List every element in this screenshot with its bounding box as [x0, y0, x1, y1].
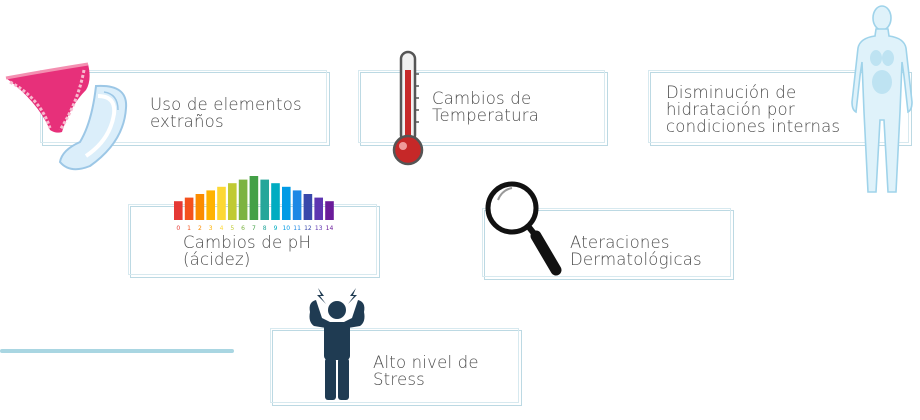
ph-scale-number: 7 — [252, 225, 256, 232]
card-temperatura-label: Cambios de Temperatura — [432, 89, 540, 125]
ph-bar — [206, 190, 215, 220]
ph-bar — [217, 186, 226, 220]
accent-line — [0, 349, 234, 353]
ph-bar — [238, 179, 248, 220]
ph-bar — [325, 201, 334, 220]
ph-scale-number: 13 — [315, 225, 323, 232]
ph-bar — [174, 201, 183, 220]
ph-bar — [195, 194, 205, 220]
card-stress — [270, 328, 522, 406]
ph-scale-number: 10 — [282, 225, 290, 232]
ph-scale-number: 6 — [241, 225, 245, 232]
ph-bar — [314, 197, 323, 220]
ph-bar — [249, 176, 259, 220]
ph-bar — [303, 194, 313, 220]
card-dermatologicas-label: Ateraciones Dermatológicas — [570, 233, 702, 269]
ph-bar — [271, 183, 280, 220]
ph-scale-number: 14 — [326, 225, 334, 232]
ph-bar — [228, 183, 237, 220]
ph-scale-number: 3 — [209, 225, 213, 232]
ph-bar — [292, 190, 302, 220]
card-uso-label: Uso de elementos extraños — [150, 95, 302, 131]
ph-scale-number: 0 — [176, 225, 180, 232]
ph-scale-number: 2 — [198, 225, 202, 232]
ph-bar — [282, 186, 291, 220]
stressed-person-icon — [309, 288, 365, 400]
thermometer-icon — [392, 50, 424, 166]
ph-scale-number: 1 — [187, 225, 191, 232]
ph-scale-number: 4 — [220, 225, 224, 232]
card-ph-label: Cambios de pH (ácidez) — [183, 233, 312, 269]
ph-scale-number: 5 — [230, 225, 234, 232]
ph-bar — [184, 197, 194, 220]
panty-and-pad-icon — [5, 62, 128, 171]
card-stress-label: Alto nivel de Stress — [373, 353, 479, 389]
card-hidratacion-label: Disminución de hidratación por condicion… — [666, 83, 841, 136]
ph-scale-number: 9 — [274, 225, 278, 232]
ph-scale-number: 12 — [304, 225, 312, 232]
human-body-icon — [851, 5, 913, 193]
magnifying-glass-icon — [485, 181, 562, 276]
ph-scale-number: 8 — [263, 225, 267, 232]
ph-scale-number: 11 — [293, 225, 301, 232]
ph-bar — [260, 179, 269, 220]
